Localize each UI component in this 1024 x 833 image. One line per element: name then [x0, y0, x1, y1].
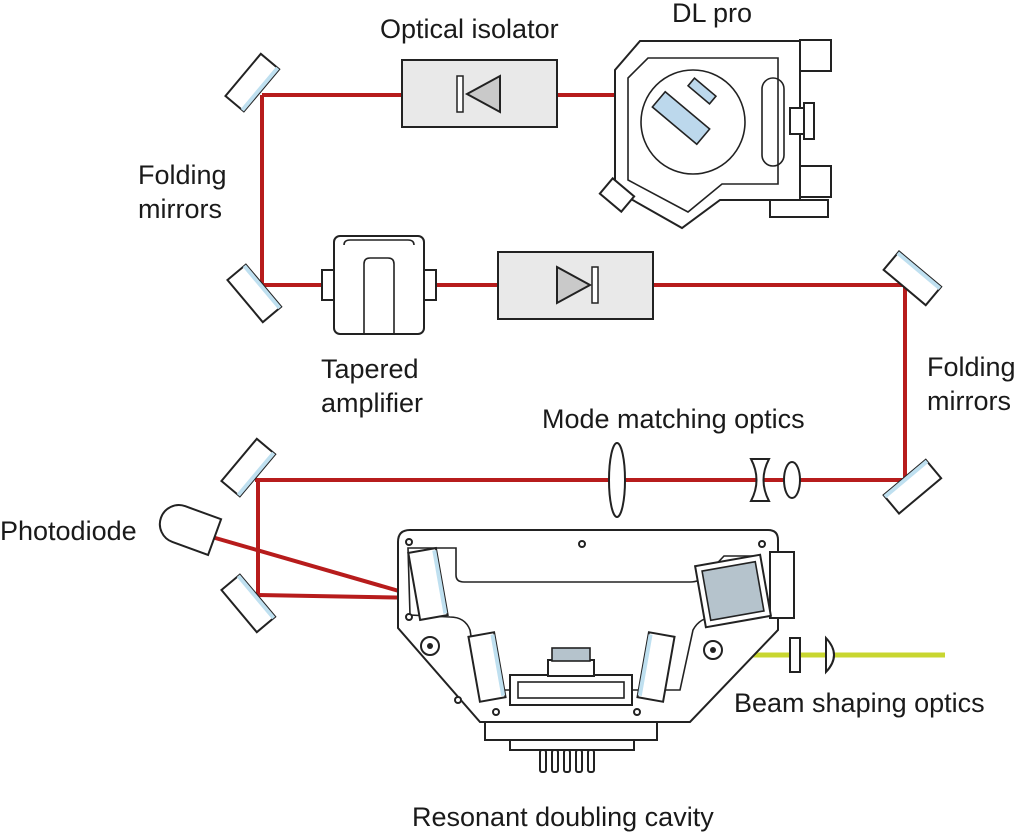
folding-mirror-top-left: [224, 52, 281, 113]
optical-isolator-middle: [497, 251, 654, 320]
photodiode: [158, 504, 223, 557]
optical-isolator-top: [401, 59, 558, 128]
mode-matching-lens-large: [608, 442, 626, 518]
tapered-amplifier: [321, 235, 437, 335]
mode-matching-concave-lens: [749, 458, 771, 502]
label-folding-mirrors-right-line1: Folding: [927, 352, 1016, 382]
label-beam-shaping-optics: Beam shaping optics: [734, 688, 985, 718]
label-optical-isolator: Optical isolator: [380, 14, 559, 44]
folding-mirror-lower-left-bottom: [220, 573, 277, 634]
label-resonant-doubling-cavity: Resonant doubling cavity: [412, 802, 714, 832]
beam-shaping-cylinder-lens: [789, 637, 801, 673]
dl-pro-laser: [598, 39, 832, 230]
folding-mirror-bottom-right: [882, 458, 943, 515]
label-folding-mirrors-right-line2: mirrors: [927, 386, 1011, 416]
label-mode-matching-optics: Mode matching optics: [542, 404, 805, 434]
label-folding-mirrors-left-line2: mirrors: [138, 194, 222, 224]
cavity-connector-pins: [539, 749, 595, 773]
cavity-mirror-lower-right: [636, 631, 676, 703]
label-folding-mirrors-left-line1: Folding: [138, 160, 227, 190]
beam-shaping-plano-convex-lens: [825, 635, 835, 675]
folding-mirror-top-right: [882, 250, 943, 307]
cavity-mirror-input: [407, 546, 449, 622]
resonant-doubling-cavity: [397, 529, 795, 773]
label-dl-pro: DL pro: [672, 0, 752, 28]
cavity-mirror-crystal-holder: [693, 553, 773, 629]
folding-mirror-lower-left-top: [220, 437, 277, 498]
label-tapered-amplifier-line2: amplifier: [321, 388, 423, 418]
mode-matching-convex-lens: [783, 461, 801, 499]
folding-mirror-mid-left: [226, 263, 283, 324]
cavity-mirror-lower-left: [467, 631, 507, 703]
label-photodiode: Photodiode: [0, 516, 137, 546]
label-tapered-amplifier-line1: Tapered: [321, 354, 419, 384]
